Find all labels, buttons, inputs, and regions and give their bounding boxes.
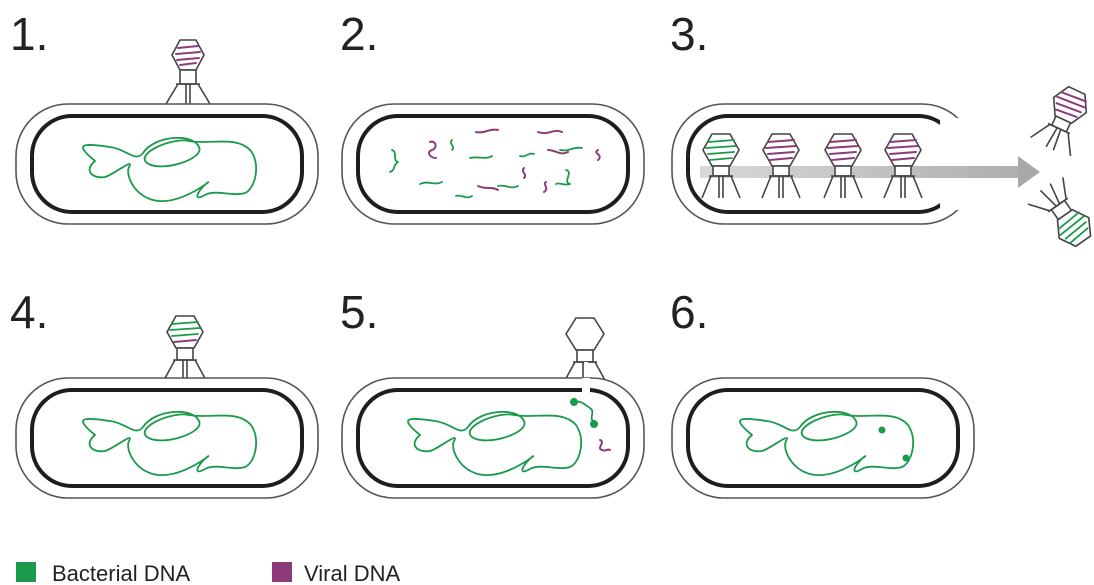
legend-item-viral: Viral DNA [272,561,401,585]
legend-item-bacterial: Bacterial DNA [16,561,190,585]
cell-membrane [30,388,304,488]
legend-label-viral: Viral DNA [304,561,401,585]
step-1: 1. [10,8,319,225]
step-5-number: 5. [340,286,378,338]
legend-label-bacterial: Bacterial DNA [52,561,190,585]
step-3: 3. [670,8,1092,248]
step-1-number: 1. [10,8,48,60]
degraded-viral-dna [599,439,611,452]
step-4-number: 4. [10,286,48,338]
step-2: 2. [340,8,645,225]
step-4: 4. [10,286,319,499]
progeny-phage-1 [701,133,741,199]
step-5: 5. [340,286,645,499]
recombination-site [878,426,886,434]
bacterial-dna-fragments [389,139,583,199]
step-6-number: 6. [670,286,708,338]
lysis-gap [940,118,990,210]
released-phage-viral [1030,85,1088,157]
viral-dna-fragments [428,128,601,193]
progeny-phage-3 [823,133,863,199]
transducing-phage-attached [163,315,207,381]
legend-swatch-viral [272,562,292,582]
viral-dna-coil [175,45,201,66]
cell-membrane [30,114,304,214]
released-phage-transducing [1027,177,1092,248]
progeny-phage-4 [883,133,923,199]
step-2-number: 2. [340,8,378,60]
cell-membrane [356,388,630,488]
phage-attached [165,39,211,105]
injected-bacterial-dna [570,398,598,428]
legend-swatch-bacterial [16,562,36,582]
step-3-number: 3. [670,8,708,60]
progeny-phage-2 [761,133,801,199]
cell-membrane [356,114,630,214]
legend: Bacterial DNA Viral DNA [16,561,401,585]
cell-membrane [686,388,960,488]
step-6: 6. [670,286,975,499]
recombination-site [902,454,910,462]
